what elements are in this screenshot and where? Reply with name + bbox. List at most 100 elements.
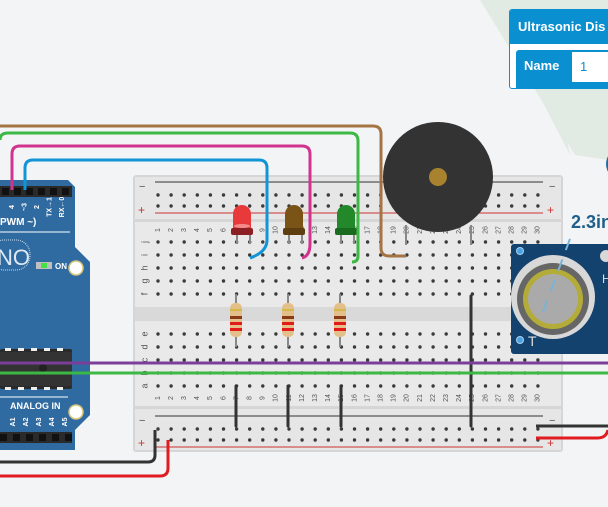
breadboard-hole[interactable]: [234, 253, 239, 257]
breadboard-hole[interactable]: [182, 292, 186, 296]
breadboard-hole[interactable]: [352, 266, 357, 270]
breadboard-hole[interactable]: [392, 279, 396, 283]
breadboard-hole[interactable]: [221, 292, 226, 296]
rail-hole[interactable]: [195, 193, 199, 197]
breadboard-hole[interactable]: [523, 384, 527, 388]
rail-hole[interactable]: [300, 204, 304, 208]
rail-hole[interactable]: [365, 438, 370, 442]
breadboard-hole[interactable]: [287, 358, 291, 362]
breadboard-hole[interactable]: [208, 253, 213, 257]
breadboard-hole[interactable]: [313, 332, 317, 336]
breadboard-hole[interactable]: [169, 358, 173, 362]
breadboard-hole[interactable]: [156, 279, 160, 283]
rail-hole[interactable]: [523, 427, 527, 431]
breadboard-hole[interactable]: [457, 332, 461, 336]
breadboard-hole[interactable]: [405, 253, 409, 257]
wire-blue[interactable]: [23, 158, 269, 260]
piezo-buzzer[interactable]: [383, 122, 493, 232]
rail-hole[interactable]: [352, 193, 357, 197]
wire-brown[interactable]: [0, 124, 406, 258]
rail-hole[interactable]: [326, 427, 330, 431]
breadboard-hole[interactable]: [287, 266, 291, 270]
breadboard-hole[interactable]: [444, 384, 448, 388]
breadboard-hole[interactable]: [300, 384, 304, 388]
breadboard-hole[interactable]: [392, 358, 396, 362]
breadboard-hole[interactable]: [457, 279, 461, 283]
breadboard-hole[interactable]: [169, 279, 173, 283]
breadboard-hole[interactable]: [287, 279, 291, 283]
rail-hole[interactable]: [248, 204, 252, 208]
breadboard-hole[interactable]: [405, 384, 409, 388]
rail-hole[interactable]: [392, 427, 396, 431]
breadboard-hole[interactable]: [300, 332, 304, 336]
analog-pin-socket[interactable]: [52, 434, 59, 441]
breadboard-hole[interactable]: [365, 384, 370, 388]
breadboard-hole[interactable]: [379, 292, 383, 296]
rail-hole[interactable]: [182, 427, 186, 431]
breadboard-hole[interactable]: [169, 292, 173, 296]
name-input[interactable]: [572, 52, 608, 82]
breadboard-hole[interactable]: [169, 384, 173, 388]
wire-green[interactable]: [0, 131, 360, 264]
breadboard-hole[interactable]: [470, 279, 475, 283]
breadboard-hole[interactable]: [365, 358, 370, 362]
breadboard-hole[interactable]: [418, 332, 422, 336]
rail-hole[interactable]: [496, 427, 501, 431]
breadboard-hole[interactable]: [379, 266, 383, 270]
rail-hole[interactable]: [313, 193, 317, 197]
rail-hole[interactable]: [156, 427, 160, 431]
breadboard-hole[interactable]: [457, 266, 461, 270]
breadboard-hole[interactable]: [496, 266, 501, 270]
breadboard-hole[interactable]: [418, 240, 422, 244]
breadboard-hole[interactable]: [365, 292, 370, 296]
breadboard-hole[interactable]: [156, 384, 160, 388]
led-yellow[interactable]: [283, 205, 305, 235]
rail-hole[interactable]: [313, 438, 317, 442]
rail-hole[interactable]: [234, 438, 239, 442]
rail-hole[interactable]: [261, 204, 265, 208]
breadboard-hole[interactable]: [221, 345, 226, 349]
breadboard-hole[interactable]: [405, 266, 409, 270]
breadboard-hole[interactable]: [457, 358, 461, 362]
breadboard-hole[interactable]: [156, 345, 160, 349]
rail-hole[interactable]: [182, 193, 186, 197]
breadboard-hole[interactable]: [248, 358, 252, 362]
breadboard-hole[interactable]: [365, 266, 370, 270]
breadboard-hole[interactable]: [248, 279, 252, 283]
rail-hole[interactable]: [169, 427, 173, 431]
rail-hole[interactable]: [457, 438, 461, 442]
breadboard-hole[interactable]: [274, 345, 278, 349]
rail-hole[interactable]: [496, 438, 501, 442]
rail-hole[interactable]: [523, 193, 527, 197]
breadboard-hole[interactable]: [182, 332, 186, 336]
rail-hole[interactable]: [221, 193, 226, 197]
breadboard-hole[interactable]: [405, 292, 409, 296]
breadboard-hole[interactable]: [339, 358, 344, 362]
digital-pin-socket[interactable]: [62, 188, 69, 195]
breadboard-hole[interactable]: [182, 345, 186, 349]
breadboard-hole[interactable]: [496, 279, 501, 283]
breadboard-hole[interactable]: [418, 358, 422, 362]
rail-hole[interactable]: [300, 427, 304, 431]
breadboard-hole[interactable]: [365, 253, 370, 257]
breadboard-hole[interactable]: [457, 345, 461, 349]
breadboard-hole[interactable]: [431, 266, 435, 270]
breadboard-hole[interactable]: [418, 253, 422, 257]
ultrasonic-sensor[interactable]: H T: [511, 235, 608, 354]
breadboard-hole[interactable]: [418, 384, 422, 388]
breadboard-hole[interactable]: [169, 253, 173, 257]
breadboard-hole[interactable]: [444, 266, 448, 270]
breadboard-hole[interactable]: [418, 266, 422, 270]
rail-hole[interactable]: [444, 438, 448, 442]
breadboard-hole[interactable]: [510, 384, 514, 388]
breadboard-hole[interactable]: [392, 345, 396, 349]
breadboard-hole[interactable]: [208, 332, 213, 336]
breadboard-hole[interactable]: [431, 384, 435, 388]
breadboard-hole[interactable]: [169, 345, 173, 349]
rail-hole[interactable]: [431, 427, 435, 431]
analog-pin-socket[interactable]: [13, 434, 20, 441]
breadboard-hole[interactable]: [326, 332, 330, 336]
breadboard-hole[interactable]: [261, 266, 265, 270]
breadboard-hole[interactable]: [365, 345, 370, 349]
resistor[interactable]: [334, 294, 346, 347]
